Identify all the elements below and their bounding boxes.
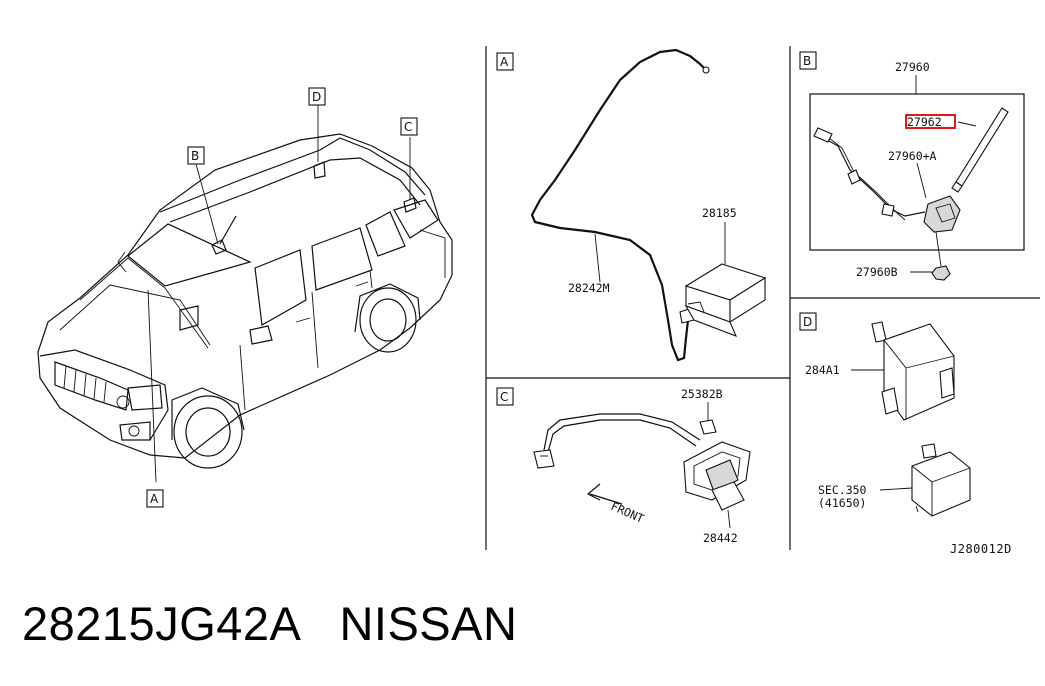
label-27962: 27962 [907,115,942,129]
module-284A1 [871,321,955,421]
svg-text:C: C [404,120,412,134]
car-callout-A: A [146,489,164,508]
svg-text:A: A [500,55,509,69]
label-28442: 28442 [703,531,738,545]
svg-text:A: A [150,492,159,506]
car-callout-leaders [147,105,411,483]
svg-text:D: D [312,90,321,104]
harness-cable [530,48,708,362]
parts-diagram: A B D C A 28242M 28185 [37,46,1040,550]
label-28185: 28185 [702,206,737,220]
svg-text:B: B [803,54,811,68]
label-27960B: 27960B [856,265,898,279]
module-sec350 [911,443,971,517]
highlight-27962 [905,114,956,129]
label-27960: 27960 [895,60,930,74]
car-callout-B: B [187,146,205,165]
label-25382B: 25382B [681,387,723,401]
label-28242M: 28242M [568,281,610,295]
vehicle-drawing [37,133,453,469]
unit-28185 [684,263,767,337]
label-front: FRONT [609,499,646,526]
svg-text:D: D [803,315,812,329]
label-27960A: 27960+A [888,149,937,163]
panel-B: B 27960 27962 27960+A 27960B [799,51,1025,281]
part-caption: 28215JG42A NISSAN [22,597,518,650]
panel-D: D 284A1 SEC.350 (41650) [799,312,971,517]
front-arrow [586,483,623,505]
panel-dividers [485,46,1040,550]
diagram-reference-code: J280012D [950,542,1012,556]
svg-text:B: B [191,149,199,163]
svg-text:C: C [500,390,508,404]
car-callout-D: D [308,87,326,106]
label-sec350: SEC.350 [818,483,867,497]
panel-C: C 25382B 28442 FRONT [496,387,751,545]
label-284A1: 284A1 [805,363,840,377]
label-41650: (41650) [818,496,866,510]
camera-cable [543,413,701,451]
panel-A: A 28242M 28185 [496,48,767,362]
car-callout-C: C [400,117,418,136]
